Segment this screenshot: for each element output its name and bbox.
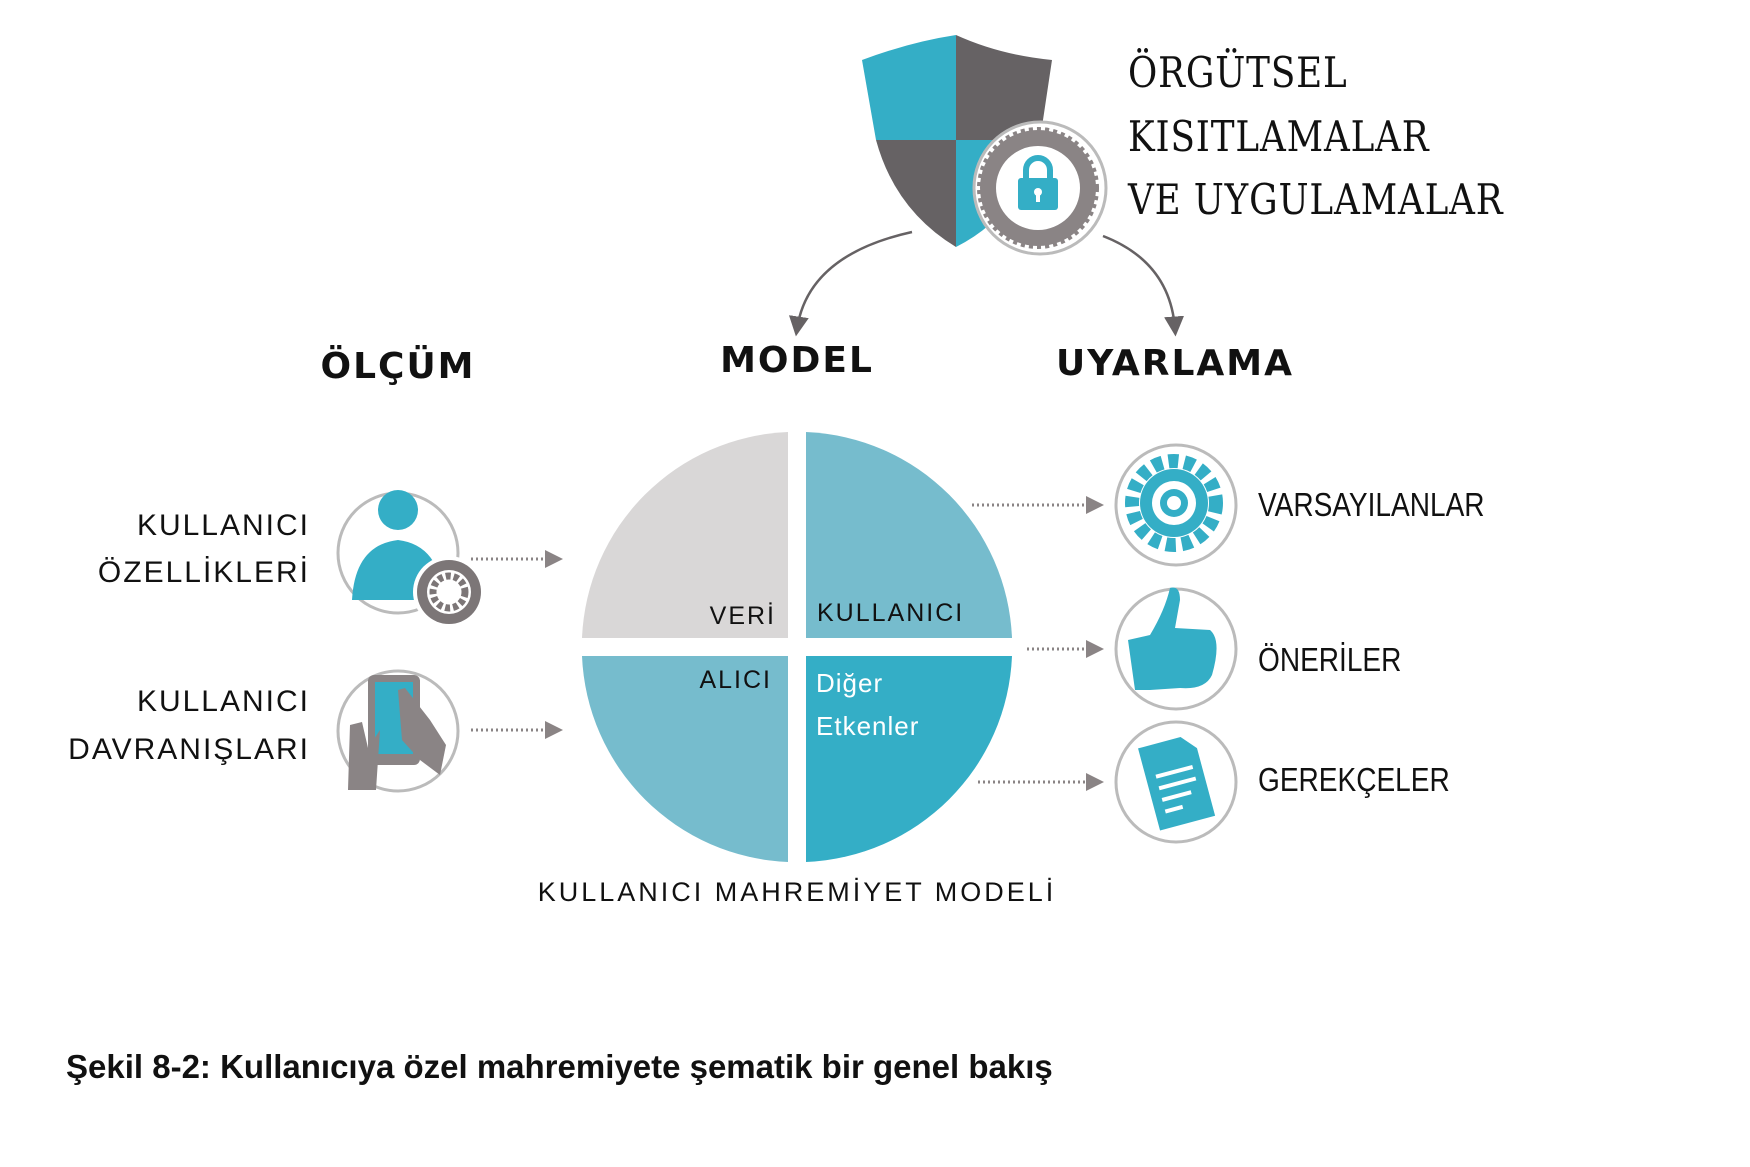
output-defaults: VARSAYILANLAR [1258, 486, 1485, 523]
header-adaptation: UYARLAMA [1056, 343, 1294, 384]
arrow-to-adaptation [1102, 234, 1185, 337]
quadrant-other-factors [806, 656, 1012, 862]
figure-caption: Şekil 8-2: Kullanıcıya özel mahremiyete … [66, 1048, 1053, 1085]
user-gear-icon [336, 490, 485, 628]
quadrant-user [806, 432, 1012, 638]
privacy-model-circle [582, 432, 1012, 862]
header-measurement: ÖLÇÜM [320, 346, 476, 387]
quadrant-label-data: VERİ [709, 602, 776, 630]
quadrant-label-other-1: Diğer [816, 668, 884, 698]
title-line-1: ÖRGÜTSEL [1128, 48, 1348, 97]
input-user-behaviors-line2: DAVRANIŞLARI [68, 733, 310, 766]
quadrant-label-recipient: ALICI [699, 666, 772, 694]
output-recommendations: ÖNERİLER [1258, 641, 1402, 678]
lock-badge-icon [972, 120, 1108, 256]
header-model: MODEL [720, 340, 874, 381]
thumbs-up-icon [1114, 587, 1238, 711]
model-label: KULLANICI MAHREMİYET MODELİ [537, 877, 1057, 907]
quadrant-label-user: KULLANICI [817, 599, 965, 627]
input-user-behaviors-line1: KULLANICI [136, 685, 310, 718]
quadrant-label-other-2: Etkenler [816, 711, 920, 741]
quadrant-recipient [582, 656, 788, 862]
title-line-2: KISITLAMALAR [1128, 112, 1430, 161]
target-gear-icon [1114, 443, 1238, 567]
arrow-to-model [788, 230, 913, 337]
title-line-3: VE UYGULAMALAR [1128, 175, 1504, 224]
document-icon [1114, 720, 1238, 844]
input-user-features-line2: ÖZELLİKLERİ [97, 556, 310, 589]
output-justifications: GEREKÇELER [1258, 761, 1450, 798]
input-user-features-line1: KULLANICI [136, 509, 310, 542]
quadrant-data [582, 432, 788, 638]
hands-touchscreen-icon [336, 669, 460, 793]
